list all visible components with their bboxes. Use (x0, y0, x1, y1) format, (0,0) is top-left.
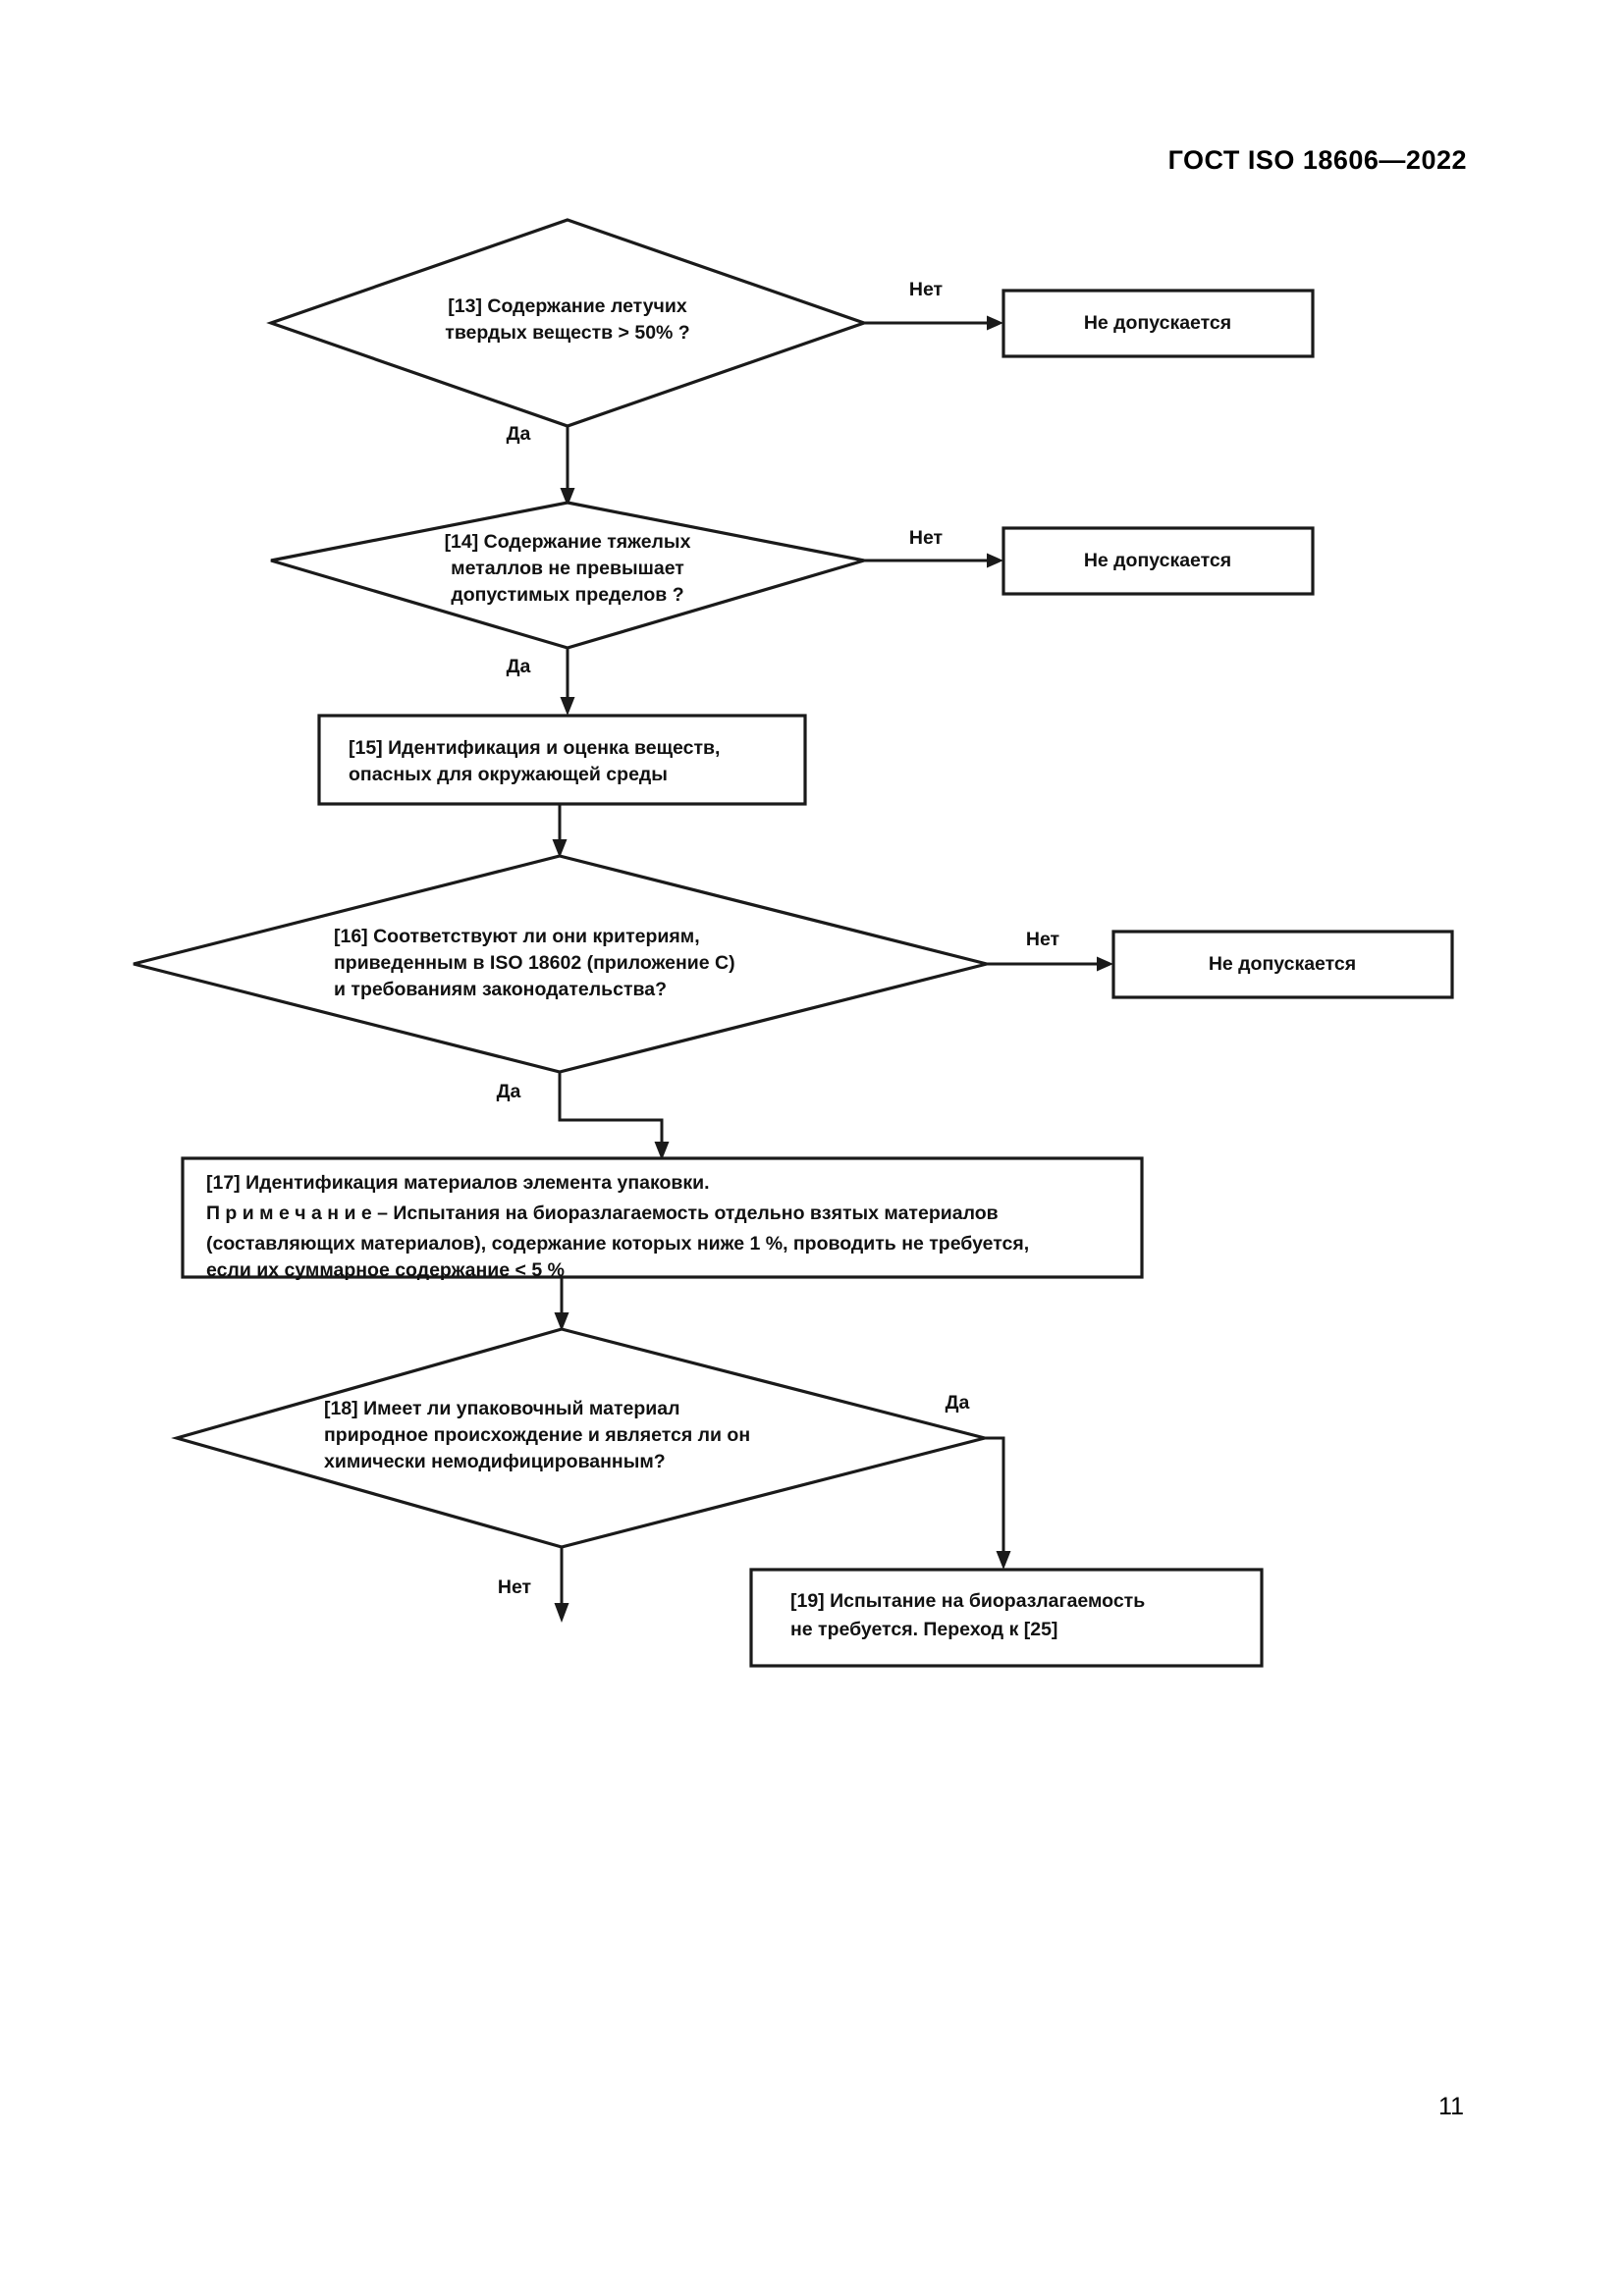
node-r13-result: Не допускается (1001, 289, 1315, 358)
node-14-line-1: [14] Содержание тяжелых (445, 531, 691, 553)
node-r16-result: Не допускается (1111, 930, 1454, 999)
node-16-line-3: и требованиям законодательства? (334, 979, 667, 1000)
edge-16-no: Нет (987, 929, 1113, 972)
edge-14-yes: Да (507, 648, 575, 716)
node-14-line-3: допустимых пределов ? (451, 584, 683, 606)
node-r14-shape (1001, 526, 1315, 596)
node-18-line-1: [18] Имеет ли упаковочный материал (324, 1398, 679, 1419)
node-13-decision: [13] Содержание летучих твердых веществ … (266, 218, 869, 428)
node-19-shape (749, 1568, 1264, 1668)
edge-13-yes: Да (507, 423, 575, 507)
node-18-line-2: природное происхождение и является ли он (324, 1424, 750, 1446)
node-15-process: [15] Идентификация и оценка веществ, опа… (317, 714, 807, 806)
edge-13-no: Нет (864, 279, 1003, 331)
node-18-decision: [18] Имеет ли упаковочный материал приро… (171, 1327, 986, 1549)
edge-16-yes-line (558, 1072, 664, 1142)
node-13-line-1: [13] Содержание летучих (448, 295, 687, 317)
node-r16-shape (1111, 930, 1454, 999)
edge-16-no-arrowhead (1097, 956, 1113, 972)
node-r13-shape (1001, 289, 1315, 358)
edge-18-yes-label: Да (946, 1392, 970, 1414)
edge-17-to-18 (554, 1277, 569, 1331)
node-17-process: [17] Идентификация материалов элемента у… (181, 1156, 1144, 1281)
edge-16-no-label: Нет (1026, 929, 1059, 950)
edge-14-no-label: Нет (909, 527, 943, 549)
node-15-shape (317, 714, 807, 806)
node-r16-label: Не допускается (1209, 953, 1356, 975)
node-16-decision: [16] Соответствуют ли они критериям, при… (133, 854, 988, 1074)
node-19-line-1: [19] Испытание на биоразлагаемость (790, 1590, 1145, 1612)
node-15-line-1: [15] Идентификация и оценка веществ, (349, 737, 720, 759)
node-17-line-4: если их суммарное содержание < 5 % (206, 1259, 565, 1281)
edge-16-yes: Да (497, 1072, 670, 1160)
page-header-standard-number: ГОСТ ISO 18606—2022 (1167, 145, 1467, 175)
node-r13-label: Не допускается (1084, 312, 1231, 334)
node-16-line-2: приведенным в ISO 18602 (приложение C) (334, 952, 735, 974)
edge-17-to-18-arrowhead (554, 1312, 569, 1331)
edge-14-yes-arrowhead (560, 697, 575, 716)
node-19-process: [19] Испытание на биоразлагаемость не тр… (749, 1568, 1264, 1668)
node-17-shape (181, 1156, 1144, 1279)
node-r14-label: Не допускается (1084, 550, 1231, 571)
node-17-line-1: [17] Идентификация материалов элемента у… (206, 1172, 710, 1194)
node-15-line-2: опасных для окружающей среды (349, 764, 668, 785)
node-16-line-1: [16] Соответствуют ли они критериям, (334, 926, 700, 947)
edge-18-yes-line (985, 1436, 1005, 1551)
page-number: 11 (1438, 2093, 1464, 2120)
edge-13-no-label: Нет (909, 279, 943, 300)
edge-18-yes-arrowhead (996, 1551, 1011, 1570)
node-17-line-2: П р и м е ч а н и е – Испытания на биора… (206, 1202, 999, 1224)
node-r14-result: Не допускается (1001, 526, 1315, 596)
edge-13-no-arrowhead (987, 315, 1003, 331)
node-14-line-2: металлов не превышает (451, 558, 684, 579)
node-17-line-3: (составляющих материалов), содержание ко… (206, 1233, 1029, 1255)
edge-14-no-arrowhead (987, 553, 1003, 568)
node-18-line-3: химически немодифицированным? (324, 1451, 666, 1472)
edge-16-yes-arrowhead (654, 1142, 670, 1160)
edge-14-yes-label: Да (507, 656, 531, 677)
node-13-line-2: твердых веществ > 50% ? (445, 322, 689, 344)
edge-18-no-label: Нет (498, 1576, 531, 1598)
edge-15-to-16 (552, 804, 568, 858)
edge-14-no: Нет (864, 527, 1003, 568)
edge-13-yes-arrowhead (560, 488, 575, 507)
edge-18-no: Нет (498, 1547, 569, 1623)
edge-18-no-arrowhead (554, 1603, 569, 1623)
edge-13-yes-label: Да (507, 423, 531, 445)
edge-15-to-16-arrowhead (552, 839, 568, 858)
node-19-line-2: не требуется. Переход к [25] (790, 1619, 1057, 1640)
edge-16-yes-label: Да (497, 1081, 521, 1102)
edge-18-yes: Да (946, 1392, 1011, 1570)
node-14-decision: [14] Содержание тяжелых металлов не прев… (270, 501, 865, 650)
